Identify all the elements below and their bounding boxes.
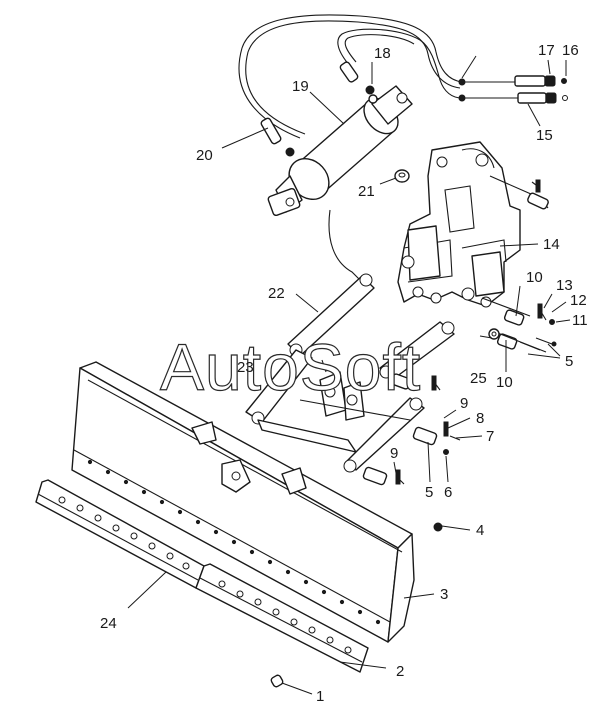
push-frame: [245, 273, 455, 473]
callout-9-lower: 9: [390, 445, 398, 462]
cutting-edge-left: [35, 479, 205, 589]
callout-5-upper: 5: [565, 353, 573, 370]
callout-4: 4: [476, 522, 484, 539]
callout-1: 1: [316, 688, 324, 705]
callout-23: 23: [237, 359, 254, 376]
callout-10-upper: 10: [526, 269, 543, 286]
callout-25: 25: [470, 370, 487, 387]
hex-nut: [433, 522, 443, 532]
nut: [394, 169, 410, 183]
callout-15: 15: [536, 127, 553, 144]
callout-13: 13: [556, 277, 573, 294]
elbow-fitting: [260, 117, 295, 157]
callout-19: 19: [292, 78, 309, 95]
callout-10-lower: 10: [496, 374, 513, 391]
hose-fittings: [458, 75, 568, 104]
callout-24: 24: [100, 615, 117, 632]
callout-labels: 1 2 3 4 5 5 6 7 8 9 9 10 10 11 12 13 14 …: [100, 42, 588, 705]
callout-22: 22: [268, 285, 285, 302]
callout-3: 3: [440, 586, 448, 603]
callout-16: 16: [562, 42, 579, 59]
callout-21: 21: [358, 183, 375, 200]
pin-hardware-left: [362, 373, 461, 486]
pin-hardware-right: [481, 297, 557, 353]
callout-6: 6: [444, 484, 452, 501]
hydraulic-cylinder: [267, 85, 413, 217]
bolt: [270, 674, 284, 688]
callout-18: 18: [374, 45, 391, 62]
blade-bolt-holes: [87, 459, 381, 625]
cutting-edge-right: [195, 563, 369, 673]
callout-2: 2: [396, 663, 404, 680]
callout-17: 17: [538, 42, 555, 59]
grease-fitting: [339, 61, 378, 104]
callout-5-lower: 5: [425, 484, 433, 501]
callout-8: 8: [476, 410, 484, 427]
watermark-text: AutoSoft: [160, 330, 421, 404]
callout-11: 11: [572, 312, 588, 329]
callout-7: 7: [486, 428, 494, 445]
callout-20: 20: [196, 147, 213, 164]
hydraulic-hoses: [238, 14, 518, 283]
callout-12: 12: [570, 292, 587, 309]
dozer-blade: [71, 361, 415, 643]
mounting-bracket: [397, 141, 549, 308]
callout-14: 14: [543, 236, 560, 253]
leader-lines: [127, 55, 571, 695]
callout-9-upper: 9: [460, 395, 468, 412]
